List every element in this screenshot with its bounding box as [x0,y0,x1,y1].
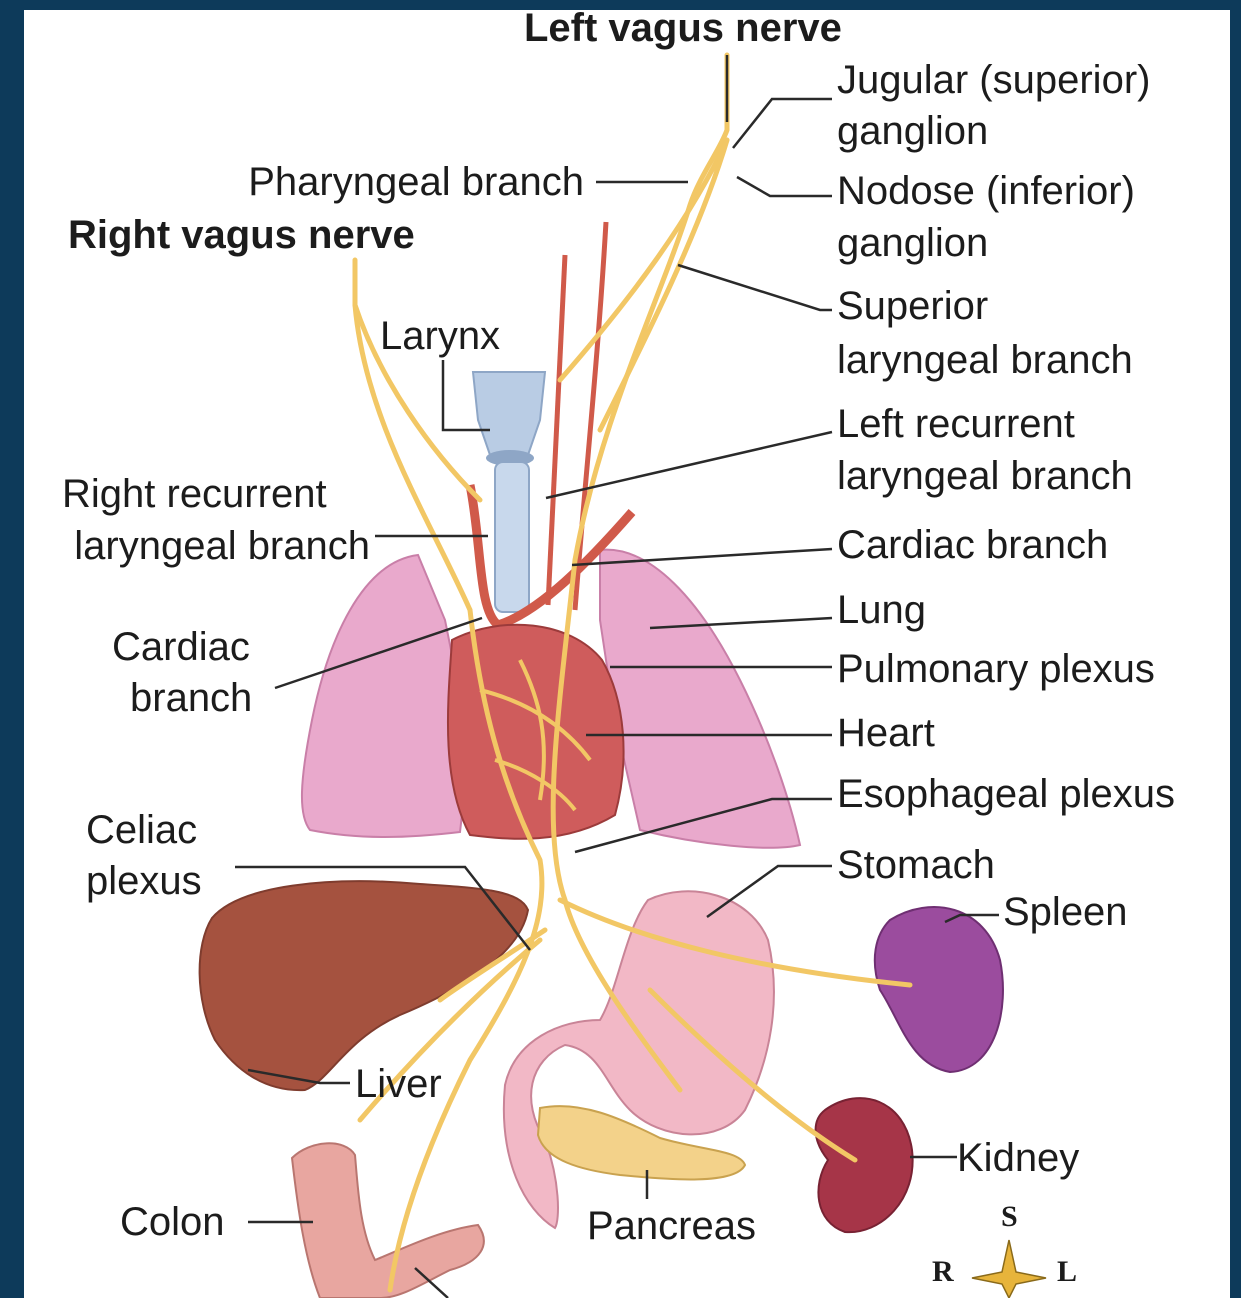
label-superior-laryngeal-line2: laryngeal branch [837,334,1133,386]
left-lung [600,550,800,848]
label-pulmonary-plexus: Pulmonary plexus [837,643,1155,695]
spleen-shape [875,907,1003,1072]
colon-shape [292,1143,484,1298]
label-stomach: Stomach [837,839,995,891]
kidney-shape [816,1098,913,1232]
label-cardiac-branch-left-line2: branch [130,672,252,724]
label-colon: Colon [120,1196,225,1248]
label-superior-laryngeal-line1: Superior [837,280,988,332]
trachea-shape [495,462,529,612]
label-heart: Heart [837,707,935,759]
label-left-recurrent-line2: laryngeal branch [837,450,1133,502]
larynx-shape [473,372,545,455]
compass-left-label: L [1057,1255,1077,1289]
label-right-vagus-nerve: Right vagus nerve [68,209,415,261]
compass-right-label: R [932,1255,954,1289]
label-nodose-ganglion-line1: Nodose (inferior) [837,165,1135,217]
label-spleen: Spleen [1003,886,1128,938]
label-esophageal-plexus: Esophageal plexus [837,768,1175,820]
label-celiac-plexus-line2: plexus [86,855,202,907]
label-jugular-ganglion-line1: Jugular (superior) [837,54,1150,106]
label-larynx: Larynx [380,310,500,362]
label-left-recurrent-line1: Left recurrent [837,398,1075,450]
label-cardiac-branch-right: Cardiac branch [837,519,1108,571]
label-celiac-plexus-line1: Celiac [86,804,197,856]
label-kidney: Kidney [957,1132,1079,1184]
label-liver: Liver [355,1058,442,1110]
label-pharyngeal-branch: Pharyngeal branch [184,156,584,208]
right-lung [302,555,470,837]
label-cardiac-branch-left-line1: Cardiac [112,621,250,673]
left-carotid-artery [548,255,565,605]
label-right-recurrent-line2: laryngeal branch [24,520,370,572]
label-nodose-ganglion-line2: ganglion [837,217,988,269]
label-lung: Lung [837,584,926,636]
label-right-recurrent-line1: Right recurrent [62,468,327,520]
diagram-panel: Left vagus nerve Jugular (superior) gang… [24,10,1230,1298]
label-pancreas: Pancreas [587,1200,756,1252]
label-left-vagus-nerve: Left vagus nerve [524,10,842,54]
label-jugular-ganglion-line2: ganglion [837,105,988,157]
compass-superior-label: S [1001,1200,1018,1234]
compass-rose-star [972,1240,1046,1298]
